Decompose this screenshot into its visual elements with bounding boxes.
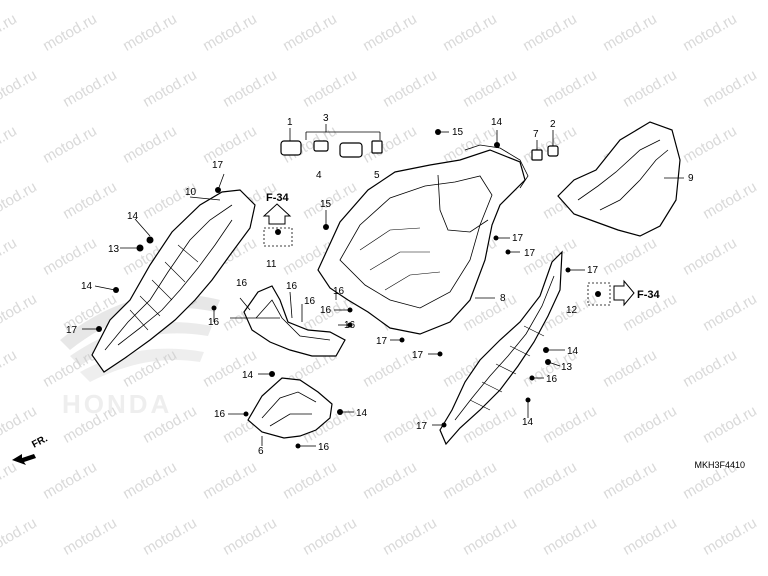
callout-2: 2: [550, 119, 556, 130]
callout-labels: 1 3 4 5 15 14 7 2 9 17 10 14 13 14 15 17…: [66, 113, 694, 457]
callout-17: 17: [524, 248, 536, 259]
part-11-inner-cover: [243, 285, 346, 357]
callout-12: 12: [566, 305, 578, 316]
ref-left-group: F-34: [262, 192, 293, 247]
ref-left-label: F-34: [266, 192, 290, 204]
fasteners: [96, 129, 601, 449]
callout-16: 16: [208, 317, 220, 328]
callout-17: 17: [587, 265, 599, 276]
part-10-left-side-cover: [91, 189, 256, 373]
callout-17: 17: [412, 350, 424, 361]
callout-16: 16: [236, 278, 248, 289]
callout-17: 17: [376, 336, 388, 347]
callout-11: 11: [266, 259, 277, 270]
callout-5: 5: [374, 170, 380, 181]
part-6-lower-bracket: [247, 377, 333, 439]
small-parts-group: [280, 140, 559, 161]
part-12-right-side-cover: [439, 250, 563, 446]
callout-14: 14: [356, 408, 368, 419]
callout-4: 4: [316, 170, 322, 181]
ref-left-box: [263, 227, 293, 247]
honda-wing-logo: HONDA: [60, 294, 220, 419]
ref-right-group: F-34: [587, 279, 661, 307]
callout-15: 15: [320, 199, 332, 210]
ref-right-box: [587, 282, 611, 306]
callout-14: 14: [81, 281, 93, 292]
callout-16: 16: [214, 409, 226, 420]
callout-16: 16: [318, 442, 330, 453]
diagram-code: MKH3F4410: [694, 460, 745, 470]
callout-14: 14: [567, 346, 579, 357]
front-label: FR.: [30, 433, 50, 450]
callout-6: 6: [258, 446, 264, 457]
callout-14: 14: [127, 211, 139, 222]
callout-13: 13: [108, 244, 120, 255]
callout-13: 13: [561, 362, 573, 373]
ref-left-arrow: [262, 203, 292, 225]
part-9-rear-fender: [557, 121, 681, 237]
callout-17: 17: [512, 233, 524, 244]
callout-16: 16: [333, 286, 345, 297]
callout-17: 17: [66, 325, 78, 336]
callout-8: 8: [500, 293, 506, 304]
callout-15: 15: [452, 127, 464, 138]
callout-16: 16: [546, 374, 558, 385]
honda-logo-text: HONDA: [62, 389, 172, 419]
leader-lines: [82, 124, 684, 447]
ref-right-label: F-34: [637, 289, 661, 301]
callout-16: 16: [320, 305, 332, 316]
callout-16: 16: [286, 281, 298, 292]
callout-3: 3: [323, 113, 329, 124]
callout-17: 17: [212, 160, 224, 171]
callout-17: 17: [416, 421, 428, 432]
ref-right-arrow: [613, 279, 635, 307]
callout-14: 14: [242, 370, 254, 381]
callout-9: 9: [688, 173, 694, 184]
front-arrow-icon: [12, 454, 36, 465]
front-direction: FR.: [12, 433, 50, 465]
callout-1: 1: [287, 117, 293, 128]
part-8-luggage-box: [317, 144, 529, 335]
callout-16: 16: [304, 296, 316, 307]
callout-14: 14: [491, 117, 503, 128]
callout-14: 14: [522, 417, 534, 428]
callout-7: 7: [533, 129, 539, 140]
callout-10: 10: [185, 187, 197, 198]
